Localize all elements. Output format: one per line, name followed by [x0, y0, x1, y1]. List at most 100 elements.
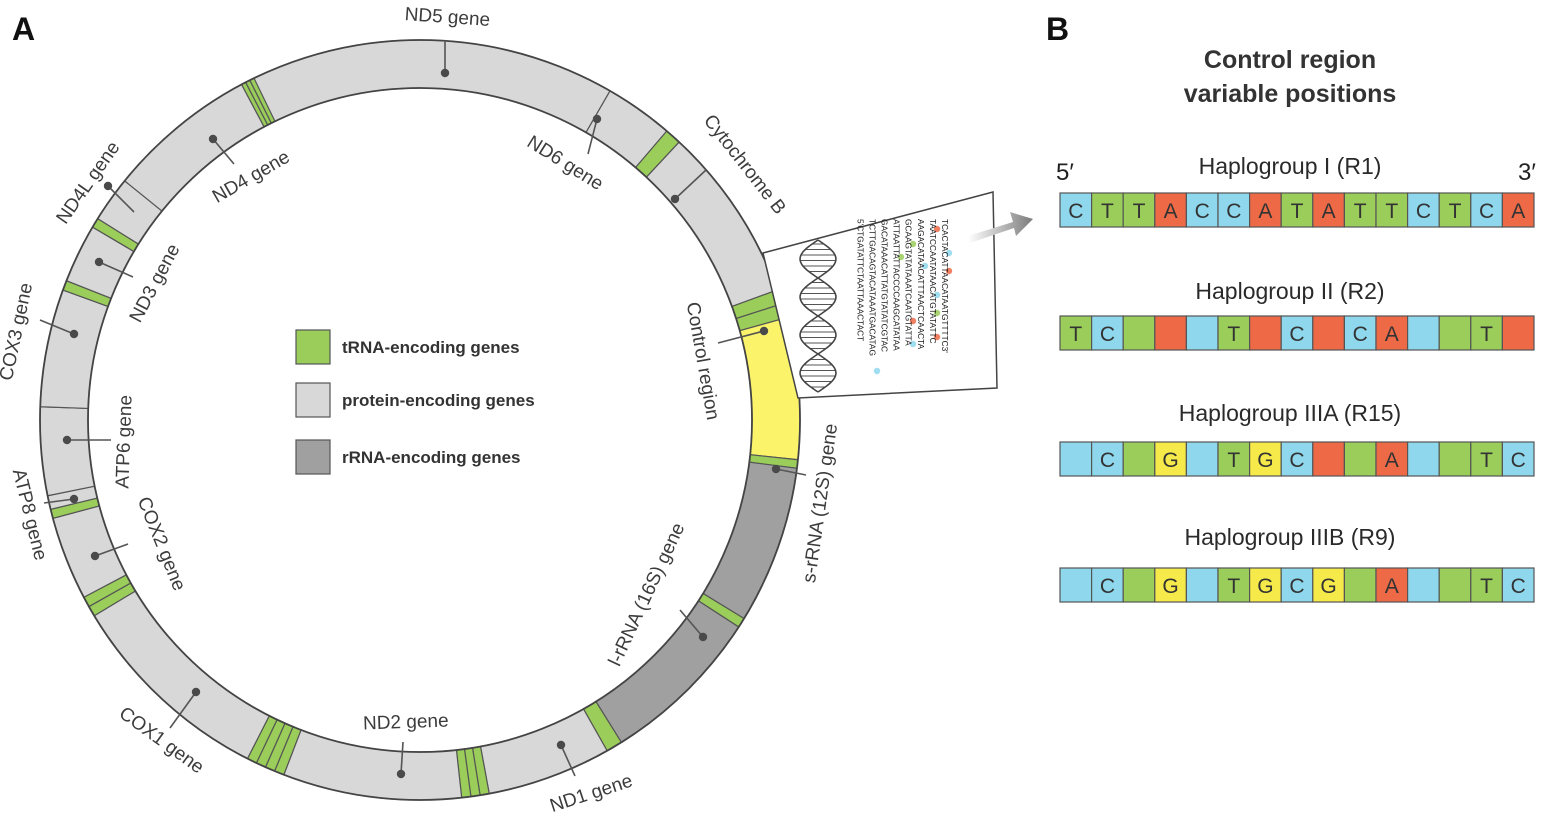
- sequence-line: TAATCCAATATAACATGTATATTC: [928, 219, 938, 344]
- nucleotide-letter: G: [1257, 449, 1273, 472]
- nucleotide-letter: C: [1289, 449, 1304, 472]
- control-region-zoom: TCACTACATTAACATAATGTTTTC3'TAATCCAATATAAC…: [762, 191, 998, 399]
- nucleotide-letter: C: [1226, 200, 1241, 223]
- nucleotide-cell: [1312, 567, 1346, 603]
- variable-site-mark: [909, 317, 917, 325]
- nucleotide-cell: [1501, 315, 1535, 351]
- haplogroup-title: Haplogroup II (R2): [1195, 278, 1384, 304]
- nucleotide-cell: [1312, 192, 1346, 228]
- dna-helix-icon: [799, 239, 837, 393]
- legend-swatch-protein: [295, 382, 331, 418]
- nucleotide-letter: A: [1385, 449, 1399, 472]
- leader-dot-l-rrna: [698, 632, 708, 642]
- nucleotide-letter: T: [1480, 323, 1493, 346]
- variable-site-mark: [909, 340, 917, 348]
- nucleotide-letter: G: [1162, 575, 1178, 598]
- leader-dot-atp8: [69, 494, 79, 504]
- nucleotide-letter: G: [1162, 449, 1178, 472]
- nucleotide-cell: [1406, 192, 1440, 228]
- gene-label-nd1: ND1 gene: [547, 771, 635, 817]
- nucleotide-cell: [1470, 192, 1504, 228]
- five-prime-label: 5′: [1056, 159, 1074, 186]
- ring-segment-l-rrna: [595, 599, 740, 744]
- ring-inner-edge: [87, 87, 753, 753]
- variable-site-mark: [909, 240, 917, 248]
- nucleotide-cell: [1248, 192, 1282, 228]
- nucleotide-letter: G: [1320, 575, 1336, 598]
- gene-labels: ND5 gene ND6 gene Cytochrome B Control r…: [0, 4, 842, 817]
- gene-label-atp6: ATP6 gene: [112, 395, 136, 489]
- nucleotide-cell: [1343, 192, 1377, 228]
- nucleotide-cell: [1375, 441, 1409, 477]
- sequence-line: GCAAGTATATAAATCAATGTATTA: [904, 219, 914, 346]
- control-region-title-line2: variable positions: [1184, 80, 1397, 108]
- nucleotide-cell: [1185, 192, 1219, 228]
- variable-site-mark: [933, 291, 941, 299]
- mtdna-ring: [39, 39, 801, 801]
- haplogroup-title: Haplogroup IIIA (R15): [1179, 400, 1401, 426]
- nucleotide-letter: A: [1511, 200, 1525, 223]
- nucleotide-letter: C: [1100, 449, 1115, 472]
- nucleotide-cell: [1406, 441, 1440, 477]
- sequence-line: 5'CTGATATTCTAATTAAACTACT: [855, 219, 865, 341]
- legend-label-trna: tRNA-encoding genes: [342, 338, 520, 357]
- nucleotide-letter: T: [1291, 200, 1304, 223]
- leader-line-s-rrna: [775, 468, 807, 476]
- variable-site-mark: [933, 225, 941, 233]
- leader-dot-nd2: [396, 769, 406, 779]
- ring-segment-cox1: [93, 590, 271, 760]
- variable-site-mark: [873, 367, 881, 375]
- leader-line-nd2: [400, 741, 404, 775]
- nucleotide-cell: [1343, 315, 1377, 351]
- nucleotide-cell: [1501, 567, 1535, 603]
- nucleotide-cell: [1090, 315, 1124, 351]
- nucleotide-cell: [1217, 192, 1251, 228]
- ring-segment-nd2: [283, 729, 463, 801]
- nucleotide-cell: [1438, 567, 1472, 603]
- leader-dot-nd1: [556, 740, 566, 750]
- nucleotide-letter: T: [1480, 575, 1493, 598]
- nucleotide-cell: [1343, 441, 1377, 477]
- gene-label-nd5: ND5 gene: [404, 4, 491, 31]
- variable-site-mark: [945, 249, 953, 257]
- legend-label-rrna: rRNA-encoding genes: [342, 448, 521, 467]
- variable-site-mark: [921, 262, 929, 270]
- sequence-line: ATTAATTATTACCCCAAGCATATAA: [892, 219, 902, 351]
- nucleotide-cell: [1185, 567, 1219, 603]
- ring-segment-nd5: [240, 39, 611, 134]
- three-prime-label: 3′: [1518, 159, 1536, 186]
- nucleotide-cell: [1438, 192, 1472, 228]
- leader-dot-cox1: [191, 687, 201, 697]
- nucleotide-cell: [1501, 441, 1535, 477]
- leader-dot-nd6: [592, 114, 602, 124]
- nucleotide-letter: T: [1133, 200, 1146, 223]
- nucleotide-cell: [1280, 315, 1314, 351]
- nucleotide-cell: [1343, 567, 1377, 603]
- nucleotide-letter: A: [1385, 323, 1399, 346]
- gene-label-nd6: ND6 gene: [523, 132, 607, 195]
- nucleotide-letter: A: [1164, 200, 1178, 223]
- nucleotide-letter: C: [1511, 575, 1526, 598]
- legend-swatch-rrna: [295, 439, 331, 475]
- panel-a-letter: A: [12, 11, 35, 47]
- sequence-line: GACATAAACATTATGTATATCGTAC: [880, 219, 890, 352]
- nucleotide-cell: [1122, 567, 1156, 603]
- nucleotide-letter: C: [1289, 323, 1304, 346]
- leader-dot-cox3: [69, 329, 79, 339]
- legend-swatch-trna: [295, 329, 331, 365]
- nucleotide-cell: [1154, 192, 1188, 228]
- nucleotide-cell: [1059, 192, 1093, 228]
- nucleotide-cell: [1470, 567, 1504, 603]
- nucleotide-letter: G: [1257, 575, 1273, 598]
- nucleotide-cell: [1375, 567, 1409, 603]
- nucleotide-letter: C: [1100, 323, 1115, 346]
- control-region-title-line1: Control region: [1204, 46, 1376, 74]
- leader-line-atp8: [43, 498, 75, 504]
- ring-segment-cox3: [39, 289, 109, 410]
- nucleotide-letter: T: [1069, 323, 1082, 346]
- nucleotide-cell: [1059, 315, 1093, 351]
- variable-site-mark: [933, 333, 941, 341]
- nucleotide-cell: [1185, 441, 1219, 477]
- nucleotide-cell: [1438, 315, 1472, 351]
- nucleotide-cell: [1312, 441, 1346, 477]
